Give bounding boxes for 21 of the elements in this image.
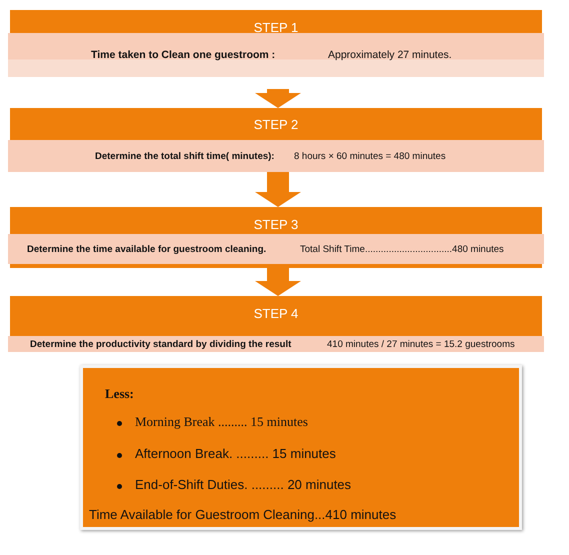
step-value: Total Shift Time.................................480 minutes [300, 244, 504, 254]
step-description: Determine the time available for guestroom cleaning. [27, 244, 266, 254]
step-description: Determine the productivity standard by dividing the result [30, 338, 292, 350]
step-title: STEP 2 [254, 117, 298, 132]
panel-heading: Less: [105, 386, 134, 402]
step-value: 410 minutes / 27 minutes = 15.2 guestrooms [327, 338, 515, 350]
step-value: 8 hours × 60 minutes = 480 minutes [294, 150, 446, 162]
step-description: Determine the total shift time( minutes): [95, 150, 274, 162]
step-value: Approximately 27 minutes. [328, 49, 452, 61]
step-title: STEP 4 [254, 306, 298, 321]
deduction-item: End-of-Shift Duties. ......... 20 minutes [135, 477, 352, 492]
step-description: Time taken to Clean one guestroom : [91, 49, 276, 61]
deduction-panel [80, 365, 522, 530]
step-title: STEP 3 [254, 217, 298, 232]
step-title: STEP 1 [254, 20, 298, 35]
total-line: Time Available for Guestroom Cleaning...410 minutes [89, 507, 396, 522]
arrow [255, 268, 301, 296]
arrow [255, 89, 301, 108]
deduction-item: Afternoon Break. ......... 15 minutes [135, 446, 336, 461]
arrow [255, 172, 301, 207]
deduction-item: Morning Break ......... 15 minutes [135, 414, 308, 430]
